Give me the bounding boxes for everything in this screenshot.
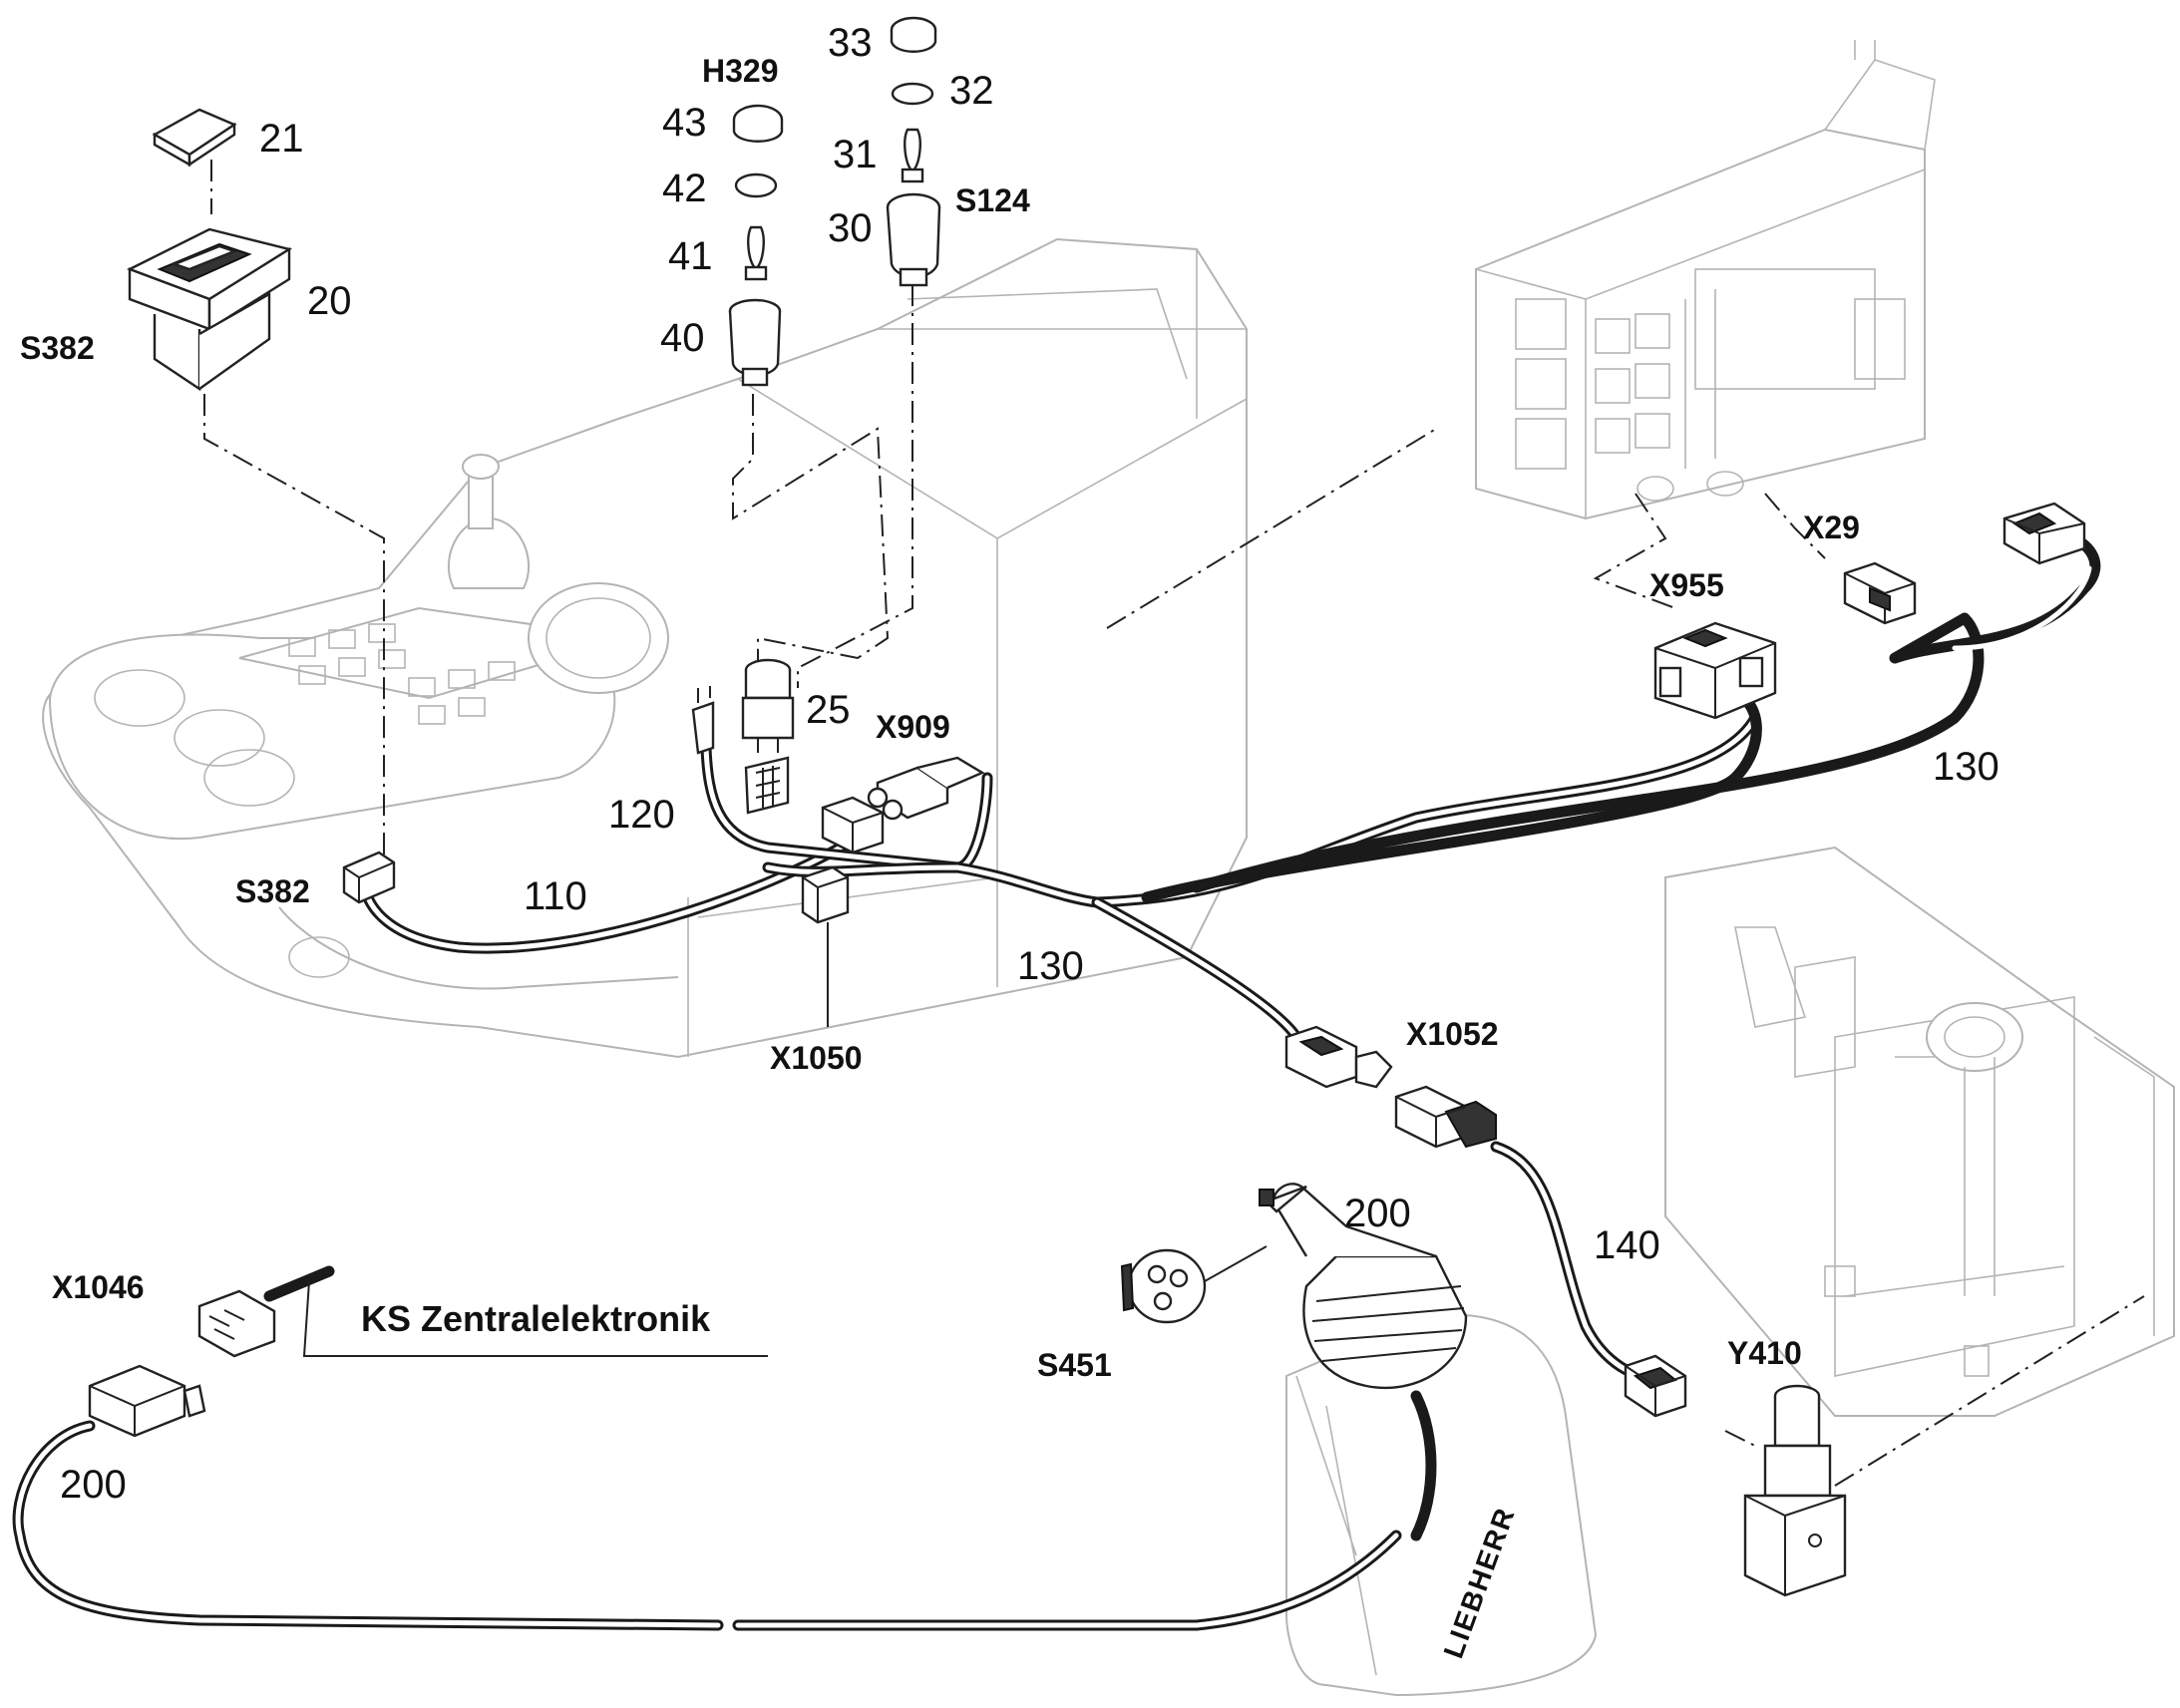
item-41: 41: [668, 234, 713, 278]
connector-X29: [1843, 561, 1917, 625]
code-H329: H329: [702, 53, 779, 89]
component-code-labels: S382 S382 H329 S124 X909 X1050 X955 X29 …: [20, 53, 1860, 1383]
item-20: 20: [307, 279, 352, 323]
item-42: 42: [662, 167, 707, 210]
switch-S451: [1120, 1245, 1268, 1324]
connector-X955: [1653, 621, 1777, 720]
code-X1052: X1052: [1406, 1016, 1499, 1052]
ks-leader-line: [302, 1280, 768, 1357]
joystick-grip-housing: LIEBHERR: [1259, 1183, 1598, 1697]
connector-X1050: [801, 865, 850, 1027]
item-33: 33: [828, 21, 873, 65]
upper-frame-bracket: [1475, 40, 1936, 520]
item-130-upper: 130: [1933, 745, 1999, 789]
lamp-holder-H329: [728, 104, 784, 387]
item-number-labels: 21 20 43 42 41 40 33 32 31 30 25 120 110…: [60, 21, 1999, 1507]
rocker-switch-S382: [127, 227, 293, 392]
code-Y410: Y410: [1727, 1335, 1802, 1371]
item-140: 140: [1594, 1223, 1660, 1267]
item-21: 21: [259, 117, 304, 161]
item-32: 32: [949, 69, 994, 113]
connector-X1046: [88, 1289, 276, 1438]
item-120: 120: [608, 793, 675, 837]
code-S382-connector: S382: [235, 873, 310, 909]
cap-21: [152, 108, 237, 168]
item-110: 110: [524, 874, 587, 918]
code-X955: X955: [1649, 567, 1724, 603]
item-40: 40: [660, 316, 705, 360]
pushbutton-S124: [886, 16, 941, 287]
item-130-lower: 130: [1017, 944, 1084, 988]
relay-socket-25: [691, 658, 795, 755]
harness-plug: [821, 796, 885, 854]
code-X29: X29: [1803, 510, 1860, 545]
console-body-outline: [42, 237, 1248, 1059]
connector-X909: [867, 756, 985, 821]
code-X1050: X1050: [770, 1040, 863, 1076]
code-X909: X909: [876, 709, 950, 745]
lower-frame-bracket: [1664, 846, 2175, 1417]
code-X1046: X1046: [52, 1269, 145, 1305]
ks-zentralelektronik-label: KS Zentralelektronik: [361, 1298, 711, 1339]
valve-Y410: [1743, 1384, 1847, 1597]
assembly-lines: [203, 160, 2145, 1487]
connector-Y410: [1624, 1354, 1687, 1418]
connector-S382: [342, 851, 396, 904]
connector-9pin: [744, 756, 790, 815]
item-30: 30: [828, 206, 873, 250]
item-200-joystick: 200: [1344, 1192, 1411, 1235]
item-31: 31: [833, 133, 878, 176]
code-S382-switch: S382: [20, 330, 95, 366]
plug-X29-mate: [2002, 502, 2086, 565]
item-25: 25: [806, 688, 851, 732]
code-S451: S451: [1037, 1347, 1112, 1383]
code-S124: S124: [955, 182, 1030, 218]
item-200-cable: 200: [60, 1463, 127, 1507]
item-43: 43: [662, 101, 707, 145]
connector-X1052: [1284, 1025, 1497, 1149]
